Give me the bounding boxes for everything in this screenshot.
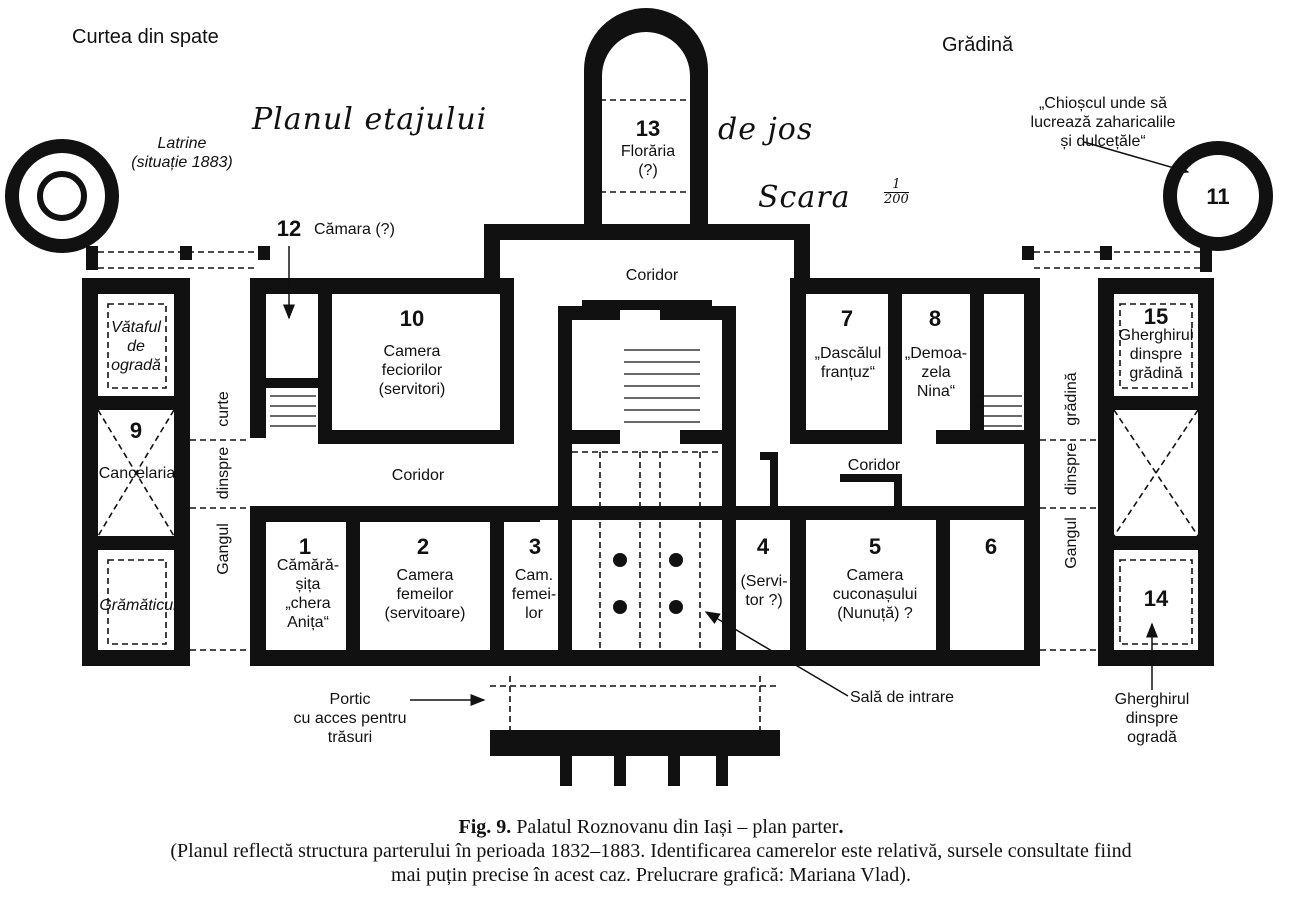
room-14-number: 14 bbox=[1143, 586, 1169, 611]
room-4-label: (Servi- tor ?) bbox=[740, 573, 788, 609]
room-1-label: Cămără- șița „chera Anița“ bbox=[276, 557, 340, 631]
gherghir-ograda-label: Gherghirul dinspre ogradă bbox=[1114, 691, 1190, 746]
room-10-number: 10 bbox=[399, 306, 425, 331]
scale-fraction: 1 200 bbox=[884, 178, 909, 207]
gang-right-word3: grădină bbox=[1063, 372, 1080, 426]
gang-left-word1: Gangul bbox=[215, 523, 232, 575]
gang-left-word3: curte bbox=[215, 391, 232, 427]
room-8-number: 8 bbox=[928, 306, 942, 331]
caption-note-line1: (Planul reflectă structura parterului în… bbox=[170, 840, 1132, 862]
room-5-label: Camera cuconașului (Nunuță) ? bbox=[832, 567, 918, 622]
latrine-label: Latrine (situație 1883) bbox=[131, 135, 233, 171]
room-9-label: Cancelaria bbox=[98, 465, 176, 482]
room-9-number: 9 bbox=[129, 418, 143, 443]
garden-label: Grădină bbox=[942, 34, 1014, 56]
room-7-label: „Dascălul franțuz“ bbox=[814, 345, 882, 381]
dashed-lines bbox=[97, 99, 1200, 730]
scale-denominator: 200 bbox=[884, 192, 909, 207]
figure-caption: Fig. 9. Palatul Roznovanu din Iași – pla… bbox=[0, 815, 1302, 887]
room-8-label: „Demoa- zela Nina“ bbox=[904, 345, 968, 400]
portico-label: Portic cu acces pentru trăsuri bbox=[293, 691, 407, 746]
room-1-number: 1 bbox=[298, 534, 312, 559]
corridor-top-label: Coridor bbox=[625, 267, 679, 284]
entrance-hall-label: Sală de intrare bbox=[850, 689, 955, 706]
room-7-number: 7 bbox=[840, 306, 854, 331]
plan-title-part2: de jos bbox=[718, 112, 814, 147]
gang-right-word2: dinspre bbox=[1063, 442, 1080, 496]
room-2-label: Camera femeilor (servitoare) bbox=[384, 567, 466, 622]
corridor-right-label: Coridor bbox=[847, 457, 901, 474]
stairs bbox=[270, 349, 1022, 427]
gang-right-word1: Gangul bbox=[1063, 517, 1080, 569]
room-15-label: Gherghirul dinspre grădină bbox=[1118, 327, 1194, 382]
room-10-label: Camera feciorilor (servitori) bbox=[378, 343, 446, 398]
room-11-number: 11 bbox=[1206, 184, 1230, 209]
caption-note-line2: mai puțin precise în acest caz. Prelucra… bbox=[391, 864, 911, 886]
caption-dot: . bbox=[838, 816, 844, 838]
room-2-number: 2 bbox=[416, 534, 430, 559]
room-12-number: 12 bbox=[276, 216, 302, 241]
arrows bbox=[283, 141, 1190, 706]
room-12-label: Cămara (?) bbox=[314, 221, 395, 238]
corridor-left-label: Coridor bbox=[391, 467, 445, 484]
floor-plan bbox=[5, 8, 1273, 786]
room-13-number: 13 bbox=[635, 116, 661, 141]
room-3-number: 3 bbox=[528, 534, 542, 559]
gang-left-word2: dinspre bbox=[215, 446, 232, 500]
caption-title: Palatul Roznovanu din Iași – plan parter bbox=[511, 816, 839, 838]
room-5-number: 5 bbox=[868, 534, 882, 559]
back-yard-label: Curtea din spate bbox=[72, 26, 219, 48]
vataf-label: Vătaful de ogradă bbox=[111, 319, 161, 374]
walls bbox=[82, 224, 1214, 786]
kiosk-label: „Chioșcul unde să lucrează zaharicalile … bbox=[1030, 95, 1176, 150]
room-6-number: 6 bbox=[984, 534, 998, 559]
caption-title-line: Fig. 9. Palatul Roznovanu din Iași – pla… bbox=[0, 815, 1302, 839]
caption-fig-number: Fig. 9. bbox=[458, 816, 512, 838]
scale-numerator: 1 bbox=[892, 177, 901, 192]
room-15-number: 15 bbox=[1143, 304, 1169, 329]
room-3-label: Cam. femei- lor bbox=[511, 567, 557, 622]
plan-title-part1: Planul etajului bbox=[252, 102, 488, 137]
gramatic-label: Grămăticul bbox=[99, 597, 177, 614]
room-4-number: 4 bbox=[756, 534, 770, 559]
room-13-label: Florăria (?) bbox=[620, 143, 676, 179]
scale-word: Scara bbox=[758, 180, 851, 215]
